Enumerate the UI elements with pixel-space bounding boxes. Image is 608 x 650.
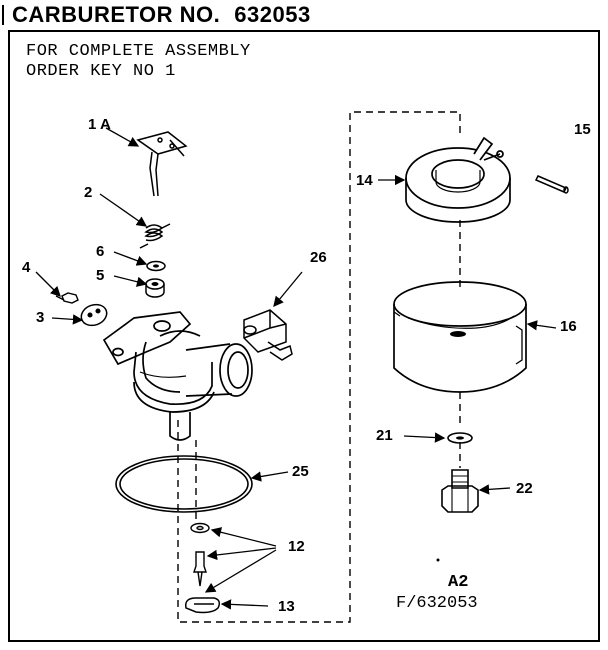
callout-26: 26 bbox=[310, 249, 327, 266]
carburetor-body-part bbox=[102, 311, 253, 441]
note-line-1: FOR COMPLETE ASSEMBLY bbox=[26, 42, 251, 61]
title-text: CARBURETOR NO. bbox=[12, 2, 221, 27]
callout-21: 21 bbox=[376, 427, 393, 444]
callout-2: 2 bbox=[84, 184, 93, 201]
throttle-plate-part bbox=[80, 303, 108, 327]
bowl-nut-part bbox=[441, 469, 479, 513]
callout-14: 14 bbox=[356, 172, 373, 189]
carburetor-number: 632053 bbox=[234, 2, 311, 27]
page-id: A2 bbox=[448, 573, 469, 592]
bowl-washer-part bbox=[447, 432, 473, 444]
callout-16: 16 bbox=[560, 318, 577, 335]
callout-15: 15 bbox=[574, 121, 591, 138]
bowl-cover-part bbox=[405, 136, 511, 223]
assembly-note: FOR COMPLETE ASSEMBLY ORDER KEY NO 1 bbox=[26, 42, 251, 82]
spring-part bbox=[139, 223, 171, 249]
title-mark bbox=[2, 5, 10, 25]
pin-part bbox=[534, 175, 569, 194]
callout-13: 13 bbox=[278, 598, 295, 615]
callout-22: 22 bbox=[516, 480, 533, 497]
washer-part bbox=[146, 260, 166, 272]
callout-5: 5 bbox=[96, 267, 105, 284]
assembly-dashed-lines bbox=[177, 111, 461, 623]
page-title: CARBURETOR NO. 632053 bbox=[12, 2, 311, 28]
needle-valve-part bbox=[190, 522, 210, 587]
diagram-frame bbox=[8, 30, 600, 642]
note-line-2: ORDER KEY NO 1 bbox=[26, 62, 176, 81]
bushing-part bbox=[145, 278, 165, 298]
figure-code: F/632053 bbox=[396, 594, 478, 613]
callout-3: 3 bbox=[36, 309, 45, 326]
gasket-ring-part bbox=[115, 455, 253, 513]
float-bowl-part bbox=[393, 281, 527, 393]
title-bar: CARBURETOR NO. 632053 bbox=[0, 0, 608, 30]
callout-1a: 1 A bbox=[88, 116, 111, 133]
callout-4: 4 bbox=[22, 259, 31, 276]
clip-part bbox=[184, 597, 221, 614]
choke-shaft-part bbox=[136, 131, 188, 197]
leader-lines bbox=[35, 127, 557, 610]
callout-25: 25 bbox=[292, 463, 309, 480]
callout-12: 12 bbox=[288, 538, 305, 555]
fuel-fitting-part bbox=[243, 309, 293, 361]
callout-6: 6 bbox=[96, 243, 105, 260]
